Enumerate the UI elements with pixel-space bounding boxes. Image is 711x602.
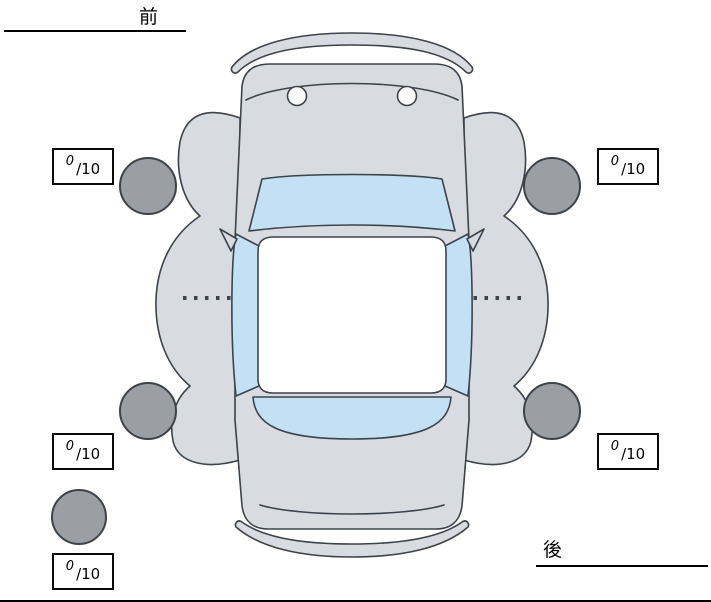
- spare-tire-icon: [51, 489, 107, 545]
- tire-score-rear-right: 0 /10: [597, 433, 659, 470]
- rear-label: 後: [543, 539, 564, 561]
- front-bumper-strip: [230, 32, 474, 74]
- tire-rear-left-icon: [119, 382, 177, 440]
- left-side-panel: [155, 111, 241, 466]
- tire-score-front-right: 0 /10: [597, 148, 659, 185]
- roof-panel: [257, 236, 447, 394]
- score-value: 0: [65, 154, 75, 169]
- score-value: 0: [610, 439, 620, 454]
- left-side-window-glass: [231, 233, 260, 397]
- rear-underline: [536, 565, 708, 567]
- windshield-glass: [248, 173, 456, 232]
- score-max: /10: [76, 159, 101, 178]
- score-max: /10: [76, 444, 101, 463]
- tire-rear-right-icon: [523, 382, 581, 440]
- score-max: /10: [76, 564, 101, 583]
- front-underline: [4, 30, 186, 32]
- tire-score-rear-left: 0 /10: [52, 433, 114, 470]
- front-label: 前: [139, 6, 160, 28]
- tire-score-spare: 0 /10: [52, 553, 114, 590]
- score-value: 0: [65, 559, 75, 574]
- rear-bumper-seam: [259, 504, 445, 515]
- tire-front-right-icon: [523, 157, 581, 215]
- hood-detail-right-icon: [396, 85, 418, 107]
- front-bumper-seam: [245, 82, 459, 101]
- tire-score-front-left: 0 /10: [52, 148, 114, 185]
- hood-detail-left-icon: [286, 85, 308, 107]
- score-value: 0: [610, 154, 620, 169]
- score-max: /10: [621, 444, 646, 463]
- score-value: 0: [65, 439, 75, 454]
- left-door-mirror: [219, 228, 238, 252]
- rear-bumper-strip: [234, 520, 470, 558]
- score-max: /10: [621, 159, 646, 178]
- tire-front-left-icon: [119, 157, 177, 215]
- rear-window-glass: [252, 396, 452, 440]
